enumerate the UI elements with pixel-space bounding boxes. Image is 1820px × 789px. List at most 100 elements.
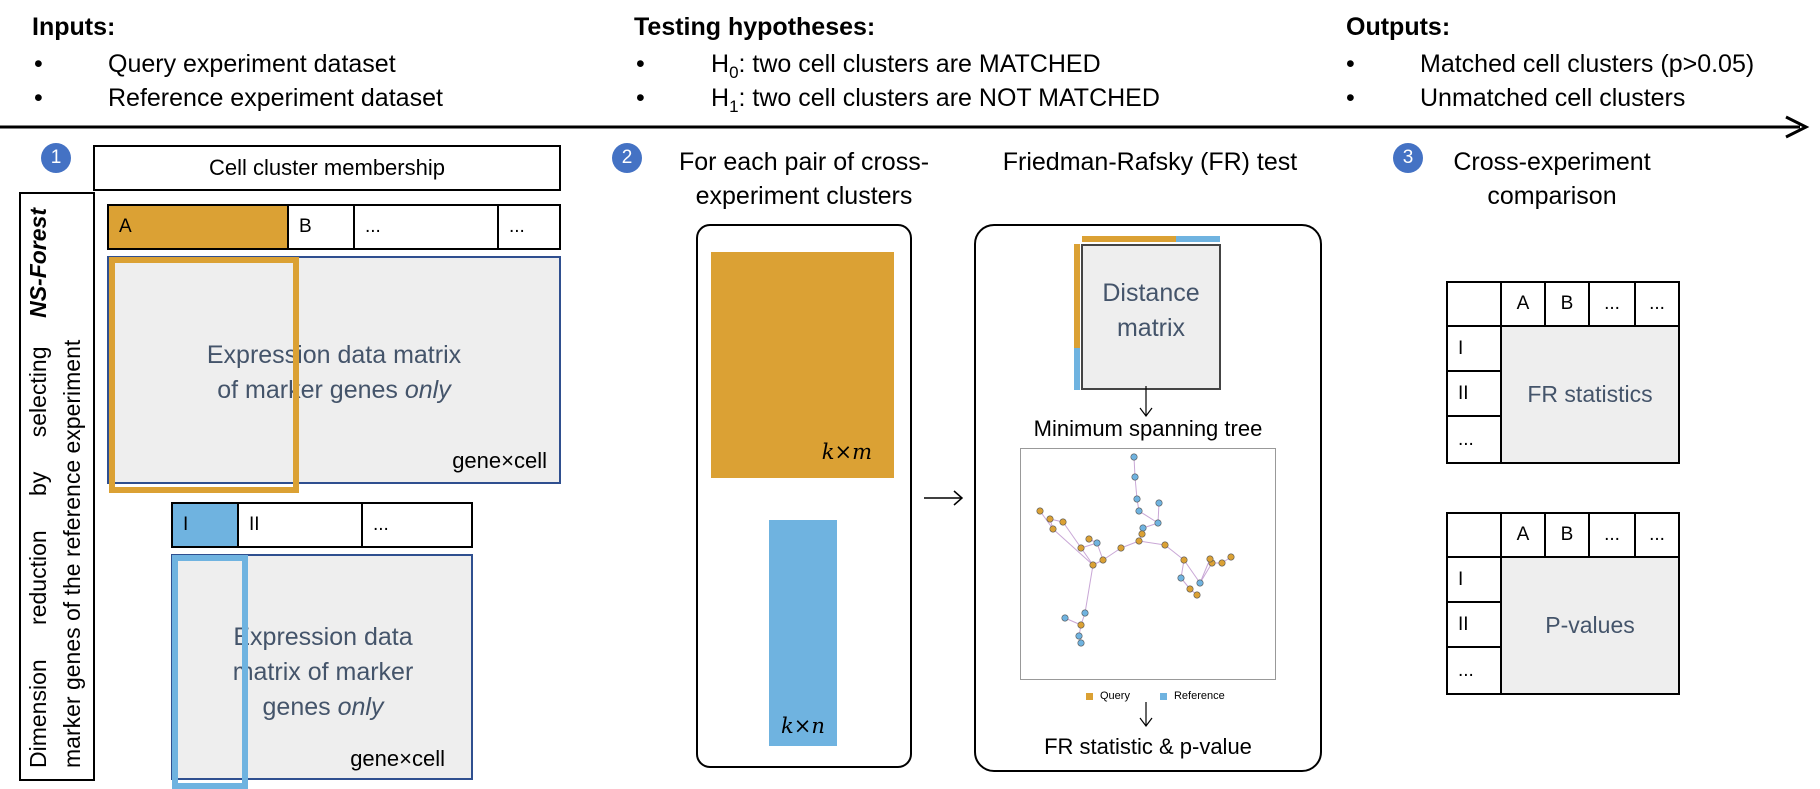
distance-top-query-bar [1082,236,1176,242]
mst-edge [1164,544,1185,561]
fr-test-panel: Distance matrix Minimum spanning tree Qu… [974,224,1322,772]
fr-result-label: FR statistic & p-value [1044,734,1252,759]
cell-cluster-membership-box: Cell cluster membership [93,145,561,191]
table-column-header: ... [1588,512,1636,558]
mst-query-node [1099,556,1107,564]
mst-query-node [1077,621,1085,629]
p-values-label: P-values [1545,612,1635,638]
mst-edge [1199,562,1213,584]
reference-cluster-block: k×n [769,520,837,746]
reference-cluster-bar: I II ... [171,502,473,548]
query-cluster-bar: A B ... ... [107,204,561,250]
query-cluster-block: k×m [711,252,894,478]
ns-forest-label: NS-Forest [25,208,51,318]
timeline-arrow [0,115,1810,139]
outputs-item-1-text: Matched cell clusters (p>0.05) [1420,50,1755,78]
mst-query-node [1135,537,1143,545]
mst-reference-node [1135,507,1143,515]
query-matrix-label-line-1: Expression data matrix [206,341,462,369]
table-column-header: B [1544,281,1590,327]
mst-edge [1138,540,1166,546]
dimension-reduction-line-1: Dimension reduction by selecting [25,346,51,768]
table-corner-cell [1446,512,1502,558]
query-matrix-label-line-2: of marker genes [217,376,405,404]
h1-label: H [711,84,730,112]
distance-matrix-label-line-1: Distance [1102,279,1200,307]
distance-matrix-label: Distance matrix [1083,276,1219,346]
inputs-header: Inputs: [32,13,116,41]
mst-query-node [1049,525,1057,533]
h0-subscript: 0 [729,63,739,82]
mst-reference-node [1139,524,1147,532]
query-cluster-cell: ... [497,204,561,250]
inputs-item-1: • Query experiment dataset [34,50,514,80]
fr-statistics-table: A B ... ... I II ... FR statistics [1446,281,1680,464]
dimension-reduction-box: Dimension reduction by selecting NS-Fore… [19,192,95,781]
query-matrix-label: Expression data matrix of marker genes o… [109,338,559,408]
mst-query-node [1059,518,1067,526]
mst-reference-node [1154,519,1162,527]
mst-query-node [1206,555,1214,563]
reference-matrix-label-line-1: Expression data [233,623,413,651]
hypothesis-h0: • H0: two cell clusters are MATCHED [636,50,1256,82]
outputs-item-2: • Unmatched cell clusters [1346,84,1816,114]
bullet: • [34,50,43,78]
query-cluster-cell: B [287,204,355,250]
mst-query-node [1193,591,1201,599]
down-arrow [1139,386,1153,417]
mst-query-node [1138,530,1146,538]
mst-reference-node [1061,614,1069,622]
mst-edge [1052,528,1094,566]
mst-edge [1183,559,1201,584]
dimension-reduction-text: Dimension reduction by selecting NS-Fore… [21,208,97,768]
step-2-badge: 2 [612,143,642,173]
table-row-header: ... [1446,415,1502,464]
inputs-item-2-text: Reference experiment dataset [108,84,443,112]
mst-graph [1036,453,1235,647]
query-cluster-dims: k×m [821,440,872,464]
mst-reference-node [1133,495,1141,503]
h0-statement: : two cell clusters are MATCHED [738,50,1101,78]
reference-matrix-dims: gene×cell [350,746,445,771]
distance-matrix: Distance matrix [1081,244,1221,390]
step-2-title: For each pair of cross-experiment cluste… [678,148,930,210]
table-column-header: ... [1588,281,1636,327]
mst-query-node [1161,541,1169,549]
step-1-badge: 1 [41,143,71,173]
mst-reference-node [1196,579,1204,587]
legend-query-label: Query [1100,690,1130,702]
query-matrix-dims: gene×cell [452,448,547,473]
mst-reference-node [1130,453,1138,461]
mst-query-node [1117,544,1125,552]
mst-edge [1199,558,1211,584]
mst-query-node [1085,535,1093,543]
cluster-pair-panel: k×m k×n [696,224,912,768]
table-column-header: B [1544,512,1590,558]
table-column-header: ... [1634,512,1680,558]
to-fr-arrow [924,490,964,506]
query-expression-matrix: Expression data matrix of marker genes o… [107,256,561,484]
table-row-header: I [1446,556,1502,603]
table-row-header: II [1446,601,1502,648]
hypothesis-h1: • H1: two cell clusters are NOT MATCHED [636,84,1256,116]
query-cluster-highlight [109,257,299,493]
reference-matrix-label-line-2: matrix of marker [232,658,414,686]
h1-statement: : two cell clusters are NOT MATCHED [738,84,1160,112]
reference-matrix-label-line-3: genes [262,693,338,721]
inputs-item-2: • Reference experiment dataset [34,84,514,114]
testing-header: Testing hypotheses: [634,13,876,41]
table-row-header: II [1446,370,1502,417]
mst-reference-node [1155,499,1163,507]
mst-edge [1039,510,1054,530]
reference-matrix-label-only: only [337,693,384,721]
bullet: • [34,84,43,112]
mst-reference-node [1177,574,1185,582]
table-column-header: A [1500,281,1546,327]
outputs-item-2-text: Unmatched cell clusters [1420,84,1686,112]
h1-subscript: 1 [729,97,739,116]
table-row-header: I [1446,325,1502,372]
reference-cluster-cell: I [171,502,239,548]
query-cluster-cell: ... [353,204,499,250]
mst-query-node [1077,544,1085,552]
mst-legend: Query Reference [1086,690,1225,702]
